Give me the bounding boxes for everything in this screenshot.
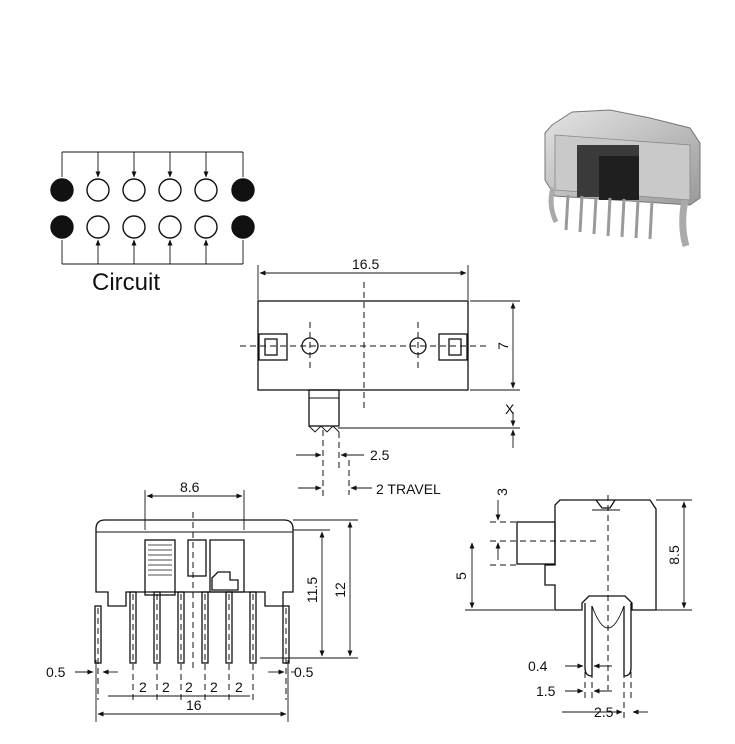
- terminal-1-4: [158, 178, 182, 202]
- front-view: 8.6 11.5 12 0.5 0.5 2 2 2: [46, 479, 358, 722]
- terminal-1-2: [86, 178, 110, 202]
- top-width-label: 16.5: [352, 256, 379, 272]
- terminal-1-5: [194, 178, 218, 202]
- x-label: X: [505, 401, 515, 417]
- top-view: 16.5 7 X 2.5 2 TRAVEL: [240, 256, 520, 500]
- pitch-label-5: 2: [235, 679, 243, 695]
- travel-label: 2 TRAVEL: [376, 481, 441, 497]
- mid-height-label: 5: [453, 572, 469, 580]
- pin: [249, 591, 257, 664]
- pin: [129, 591, 137, 664]
- front-height-outer-label: 12: [332, 582, 348, 598]
- pitch-label-1: 2: [139, 679, 147, 695]
- pin-width-label: 0.4: [528, 658, 548, 674]
- terminal-2-2: [86, 215, 110, 239]
- circuit-caption: Circuit: [92, 269, 160, 296]
- pitch-label: 2.5: [370, 447, 390, 463]
- terminal-2-5: [194, 215, 218, 239]
- switch-photo-icon: [544, 109, 701, 247]
- terminal-2-6: [231, 215, 255, 239]
- overall-width-label: 16: [186, 697, 202, 713]
- terminal-1-1: [50, 178, 74, 202]
- pitch-label-4: 2: [210, 679, 218, 695]
- terminal-2-3: [122, 215, 146, 239]
- terminal-1-3: [122, 178, 146, 202]
- side-view: 3 5 8.5 0.4 1.5 2.5: [453, 488, 692, 720]
- pin: [282, 605, 290, 664]
- side-height-label: 8.5: [666, 545, 682, 565]
- pin: [225, 591, 233, 664]
- knob-height-label: 3: [494, 488, 510, 496]
- pin-gap-label: 1.5: [536, 683, 556, 699]
- pin: [153, 591, 161, 664]
- pitch-label-3: 2: [185, 679, 193, 695]
- pin: [201, 591, 209, 664]
- pitch-label-2: 2: [162, 679, 170, 695]
- pin: [94, 605, 102, 664]
- left-pin-width-label: 0.5: [46, 664, 66, 680]
- circuit-diagram: Circuit: [50, 151, 255, 296]
- terminal-2-4: [158, 215, 182, 239]
- terminal-2-1: [50, 215, 74, 239]
- front-top-width-label: 8.6: [180, 479, 200, 495]
- front-height-inner-label: 11.5: [304, 577, 320, 603]
- terminal-1-6: [231, 178, 255, 202]
- pin-pitch-label: 2.5: [594, 704, 614, 720]
- right-pin-width-label: 0.5: [294, 664, 314, 680]
- top-height-label: 7: [495, 342, 511, 350]
- pin: [177, 591, 185, 664]
